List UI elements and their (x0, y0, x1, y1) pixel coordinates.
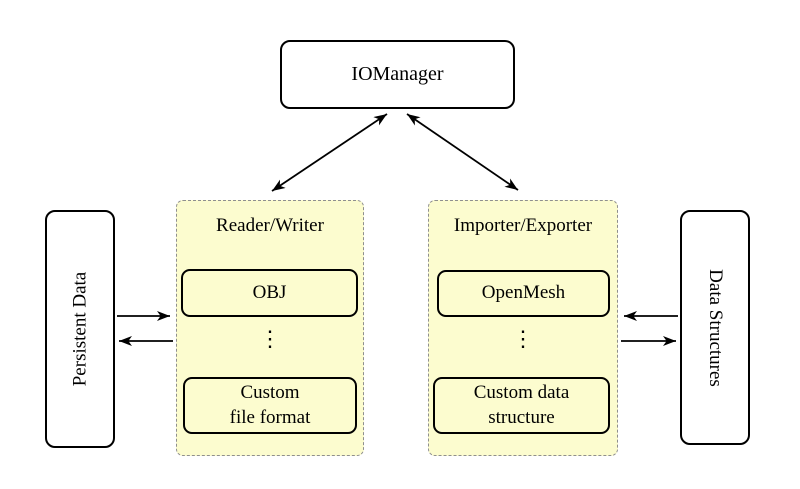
node-data-structures: Data Structures (680, 210, 750, 445)
node-persistent-data: Persistent Data (45, 210, 115, 448)
node-obj: OBJ (181, 269, 358, 317)
node-obj-label: OBJ (252, 281, 287, 303)
node-custom-data-structure: Custom data structure (433, 377, 610, 434)
vertical-ellipsis-importer-exporter: ⋮ (512, 327, 534, 352)
node-openmesh: OpenMesh (437, 270, 610, 317)
node-iomanager: IOManager (280, 40, 515, 109)
container-importer-exporter-title: Importer/Exporter (453, 215, 593, 236)
container-reader-writer: Reader/Writer OBJ ⋮ Custom file format (176, 200, 364, 456)
arrow-iomanager-importer-exporter (406, 113, 519, 191)
node-openmesh-label: OpenMesh (481, 282, 566, 304)
node-iomanager-label: IOManager (351, 63, 444, 85)
node-custom-data-structure-label: Custom data structure (473, 381, 570, 428)
node-custom-file-format-label: Custom file format (229, 381, 311, 428)
node-data-structures-label: Data Structures (705, 268, 726, 387)
node-custom-file-format: Custom file format (183, 377, 357, 434)
container-importer-exporter: Importer/Exporter OpenMesh ⋮ Custom data… (428, 200, 618, 456)
node-persistent-data-label: Persistent Data (69, 271, 91, 387)
container-reader-writer-title: Reader/Writer (216, 215, 324, 236)
vertical-ellipsis-reader-writer: ⋮ (259, 327, 281, 352)
arrow-iomanager-reader-writer (271, 113, 388, 192)
